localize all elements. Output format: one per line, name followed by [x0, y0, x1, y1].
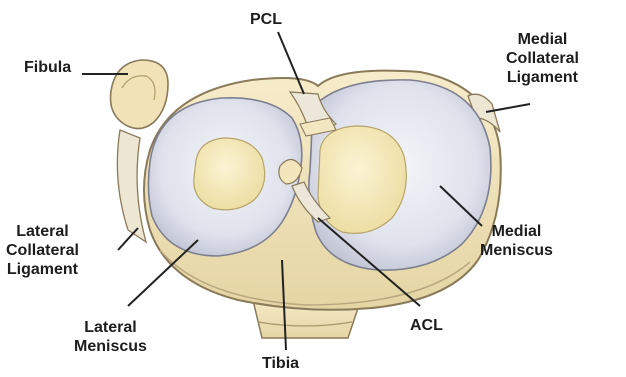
medial-cartilage [318, 126, 406, 233]
lateral-collateral-ligament-label: Lateral Collateral Ligament [6, 222, 79, 279]
lateral-collateral-ligament [117, 130, 146, 242]
pcl-label: PCL [250, 10, 282, 29]
medial-collateral-ligament-label: Medial Collateral Ligament [506, 30, 579, 87]
fibula-head [111, 60, 169, 129]
medial-meniscus-label: Medial Meniscus [480, 222, 553, 260]
lateral-cartilage [194, 138, 265, 210]
tibia-label: Tibia [262, 354, 299, 373]
lateral-meniscus-label: Lateral Meniscus [74, 318, 147, 356]
lcl-leader [118, 228, 138, 250]
fibula-label: Fibula [24, 58, 71, 77]
acl-label: ACL [410, 316, 443, 335]
